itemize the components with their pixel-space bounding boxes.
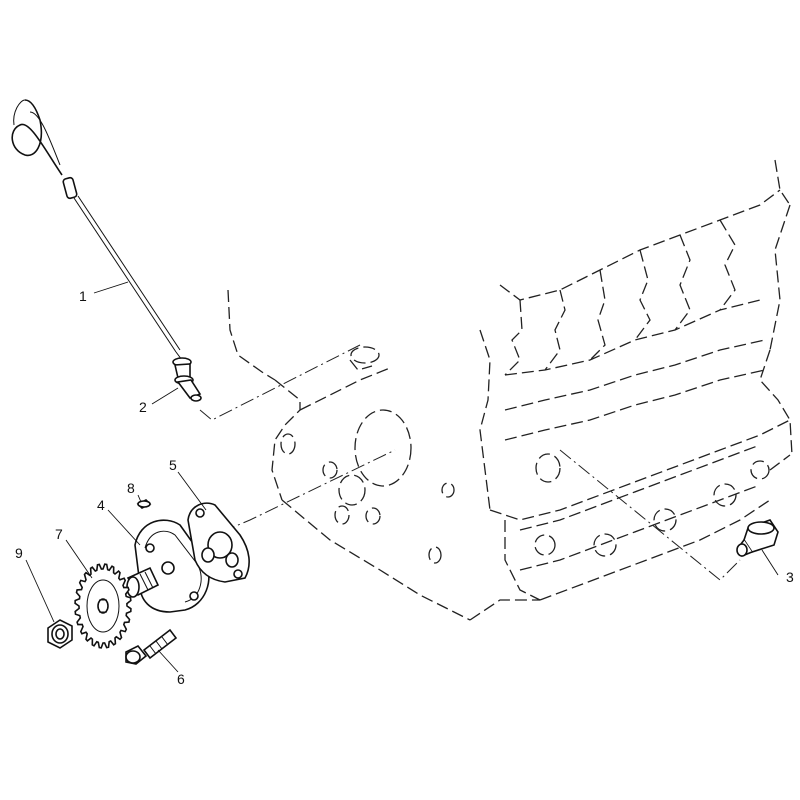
callout-3[interactable]: 3 [786, 569, 794, 585]
callout-2[interactable]: 2 [139, 399, 147, 415]
dipstick[interactable] [11, 99, 183, 361]
callout-8[interactable]: 8 [127, 480, 135, 496]
gear-nut[interactable] [47, 619, 73, 649]
flange-bolt[interactable] [125, 628, 178, 665]
callout-7[interactable]: 7 [55, 526, 63, 542]
pump-drive-gear[interactable] [74, 563, 132, 649]
woodruff-key[interactable] [136, 499, 152, 509]
engine-block-outline [227, 159, 793, 621]
pump-gasket[interactable] [187, 502, 250, 583]
callout-5[interactable]: 5 [169, 457, 177, 473]
callout-6[interactable]: 6 [177, 671, 185, 687]
oil-pump-body[interactable] [126, 519, 210, 613]
dipstick-guide[interactable] [172, 357, 202, 402]
callout-4[interactable]: 4 [97, 497, 105, 513]
callout-1[interactable]: 1 [79, 288, 87, 304]
drain-plug[interactable] [736, 519, 779, 558]
callout-9[interactable]: 9 [15, 545, 23, 561]
callout-leader-lines [25, 281, 779, 673]
